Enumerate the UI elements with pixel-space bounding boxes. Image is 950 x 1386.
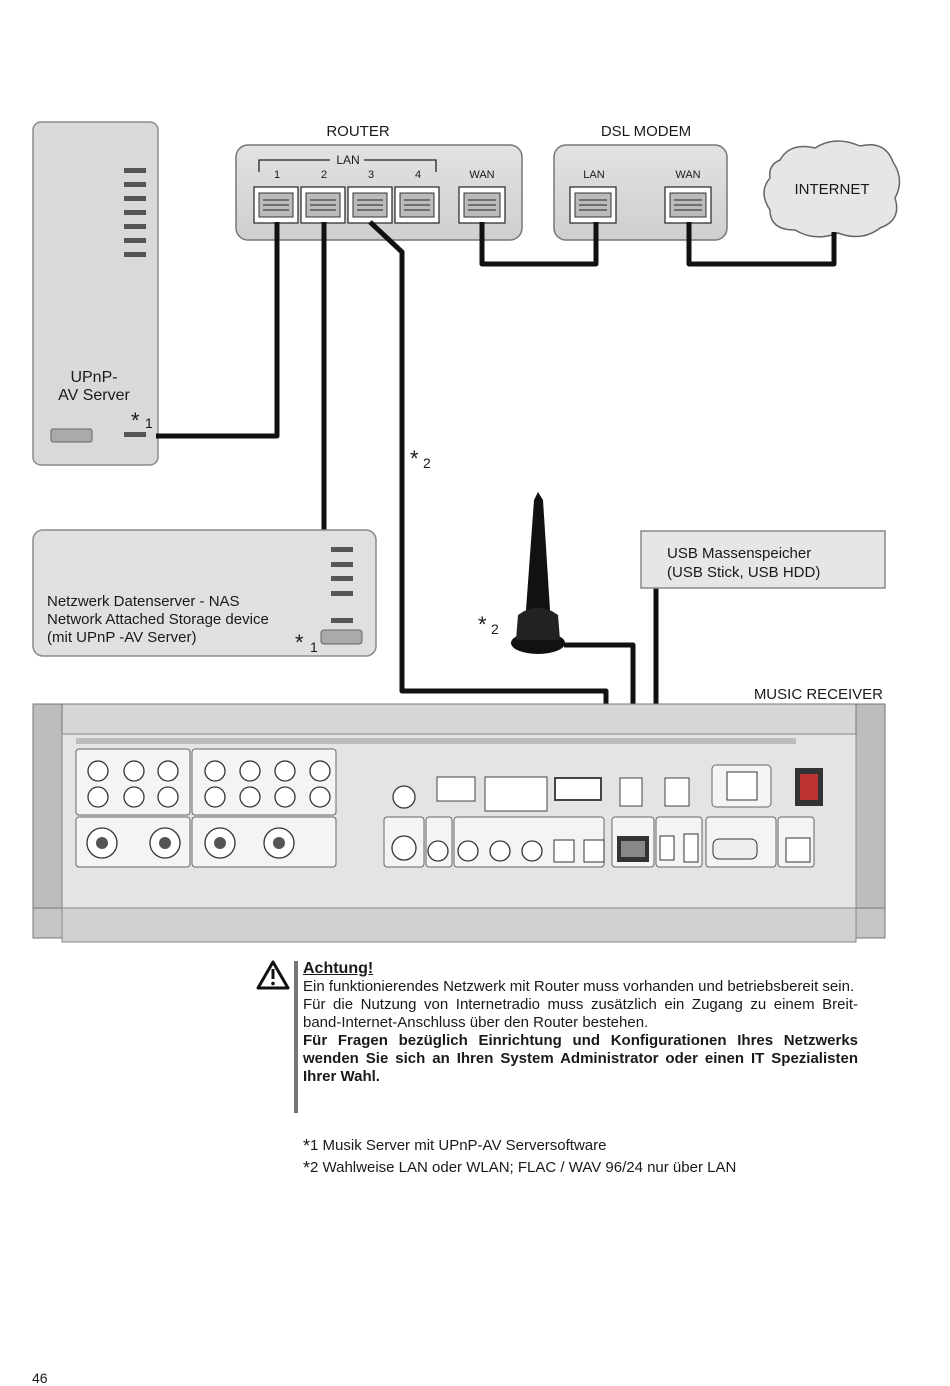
marker-2-router: * [410, 446, 419, 471]
svg-text:*: * [478, 612, 487, 637]
upnp-server-label-2: AV Server [58, 387, 130, 404]
modem-lan-label: LAN [583, 169, 604, 181]
marker-1-upnp: * [131, 408, 140, 433]
router: ROUTER LAN 1 2 3 4 WAN [235, 123, 523, 241]
warning-line-3: Für Fragen bezüglich Einrichtung und Kon… [303, 1032, 858, 1085]
svg-text:2: 2 [423, 455, 431, 471]
upnp-av-server: UPnP- AV Server * 1 [32, 121, 159, 466]
modem-wan-label: WAN [675, 169, 700, 181]
internet-label: INTERNET [795, 181, 870, 198]
wlan-antenna: * 2 [478, 492, 565, 654]
network-diagram: UPnP- AV Server * 1 ROUTER LAN 1 2 3 4 W… [32, 121, 901, 943]
dsl-modem: DSL MODEM LAN WAN [553, 123, 728, 241]
svg-text:4: 4 [415, 169, 421, 181]
footnote-2: *2 Wahlweise LAN oder WLAN; FLAC / WAV 9… [303, 1158, 737, 1178]
upnp-server-label-1: UPnP- [70, 369, 117, 386]
warning-line-2: Für die Nutzung von Internetradio muss z… [303, 996, 858, 1031]
footnotes: *1 Musik Server mit UPnP-AV Serversoftwa… [303, 1135, 736, 1179]
svg-text:3: 3 [368, 169, 374, 181]
usb-storage: USB Massenspeicher (USB Stick, USB HDD) [640, 530, 886, 589]
nas-line-3: (mit UPnP -AV Server) [47, 629, 196, 646]
usb-line-1: USB Massenspeicher [667, 545, 811, 562]
svg-text:2: 2 [321, 169, 327, 181]
music-receiver: MUSIC RECEIVER [32, 686, 886, 943]
receiver-label: MUSIC RECEIVER [754, 686, 883, 703]
warning-title: Achtung! [303, 960, 374, 977]
usb-line-2: (USB Stick, USB HDD) [667, 564, 820, 581]
warning-icon [256, 960, 290, 990]
svg-text:1: 1 [310, 639, 318, 655]
nas-line-1: Netzwerk Datenserver - NAS [47, 593, 240, 610]
warning-text: Achtung! Ein funktionierendes Netzwerk m… [303, 960, 858, 1086]
modem-label: DSL MODEM [601, 123, 691, 140]
router-lan-label: LAN [336, 153, 359, 167]
nas-device: Netzwerk Datenserver - NAS Network Attac… [32, 529, 377, 657]
router-wan-label: WAN [469, 169, 494, 181]
warning-bar [294, 961, 298, 1113]
footnote-1: *1 Musik Server mit UPnP-AV Serversoftwa… [303, 1136, 607, 1156]
router-label: ROUTER [326, 123, 390, 140]
svg-text:1: 1 [145, 415, 153, 431]
warning-line-1: Ein funktionierendes Netzwerk mit Router… [303, 978, 855, 995]
internet-cloud: INTERNET [763, 140, 901, 238]
svg-text:1: 1 [274, 169, 280, 181]
svg-text:2: 2 [491, 621, 499, 637]
nas-line-2: Network Attached Storage device [47, 611, 269, 628]
page-number: 46 [32, 1370, 48, 1386]
svg-text:*: * [295, 630, 304, 655]
